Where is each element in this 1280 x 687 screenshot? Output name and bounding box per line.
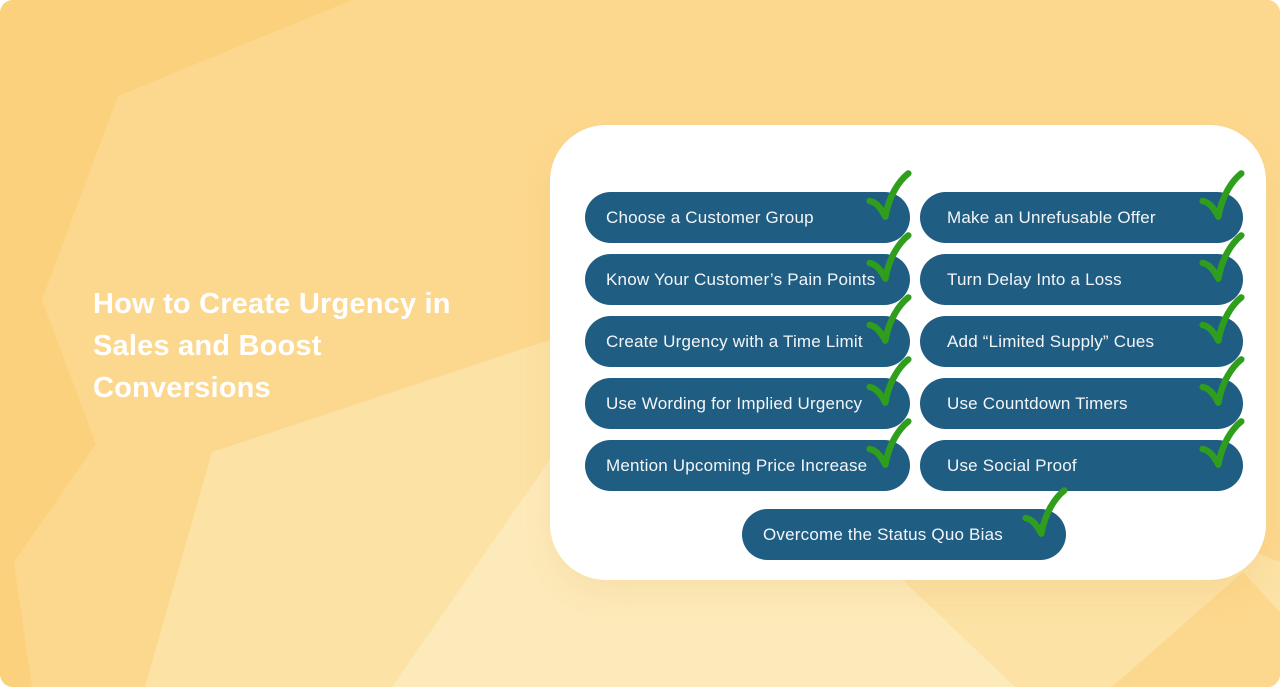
checklist-item-label: Use Social Proof — [947, 455, 1077, 475]
checklist-item-status-quo-bias: Overcome the Status Quo Bias — [742, 487, 1068, 560]
checkmark-icon — [866, 170, 912, 220]
checklist-item-label: Use Wording for Implied Urgency — [606, 393, 863, 413]
checklist-item-label: Make an Unrefusable Offer — [947, 207, 1156, 227]
checklist-item-know-pain-points: Know Your Customer’s Pain Points — [585, 232, 912, 305]
page-title-line-3: Conversions — [93, 372, 271, 404]
checklist-item-delay-into-loss: Turn Delay Into a Loss — [920, 232, 1245, 305]
checklist-item-urgency-time-limit: Create Urgency with a Time Limit — [585, 294, 912, 367]
checklist-item-label: Know Your Customer’s Pain Points — [606, 269, 876, 289]
checklist-item-label: Mention Upcoming Price Increase — [606, 455, 868, 475]
checklist-right-column: Make an Unrefusable Offer Turn Delay Int… — [920, 170, 1245, 491]
page-title: How to Create Urgency in Sales and Boost… — [93, 283, 493, 409]
checklist-item-upcoming-price-increase: Mention Upcoming Price Increase — [585, 418, 912, 491]
checklist-item-limited-supply-cues: Add “Limited Supply” Cues — [920, 294, 1245, 367]
checklist-item-unrefusable-offer: Make an Unrefusable Offer — [920, 170, 1245, 243]
page-title-line-1: How to Create Urgency in — [93, 288, 451, 320]
checklist-bottom-row: Overcome the Status Quo Bias — [742, 487, 1068, 560]
checklist-item-countdown-timers: Use Countdown Timers — [920, 356, 1245, 429]
checkmark-icon — [1199, 170, 1245, 220]
checklist-left-column: Choose a Customer Group Know Your Custom… — [585, 170, 912, 491]
checklist-item-label: Choose a Customer Group — [606, 207, 814, 227]
checklist-item-label: Create Urgency with a Time Limit — [606, 331, 863, 351]
checklist-item-label: Use Countdown Timers — [947, 393, 1128, 413]
checklist-item-choose-customer-group: Choose a Customer Group — [585, 170, 912, 243]
checklist-item-label: Turn Delay Into a Loss — [947, 269, 1122, 289]
checklist-item-label: Add “Limited Supply” Cues — [947, 331, 1155, 351]
page-title-line-2: Sales and Boost — [93, 330, 322, 362]
checklist-card: Choose a Customer Group Know Your Custom… — [550, 125, 1266, 580]
checklist-item-label: Overcome the Status Quo Bias — [763, 524, 1003, 544]
checklist-item-social-proof: Use Social Proof — [920, 418, 1245, 491]
checkmark-icon — [1022, 487, 1068, 537]
checklist-item-implied-urgency-wording: Use Wording for Implied Urgency — [585, 356, 912, 429]
